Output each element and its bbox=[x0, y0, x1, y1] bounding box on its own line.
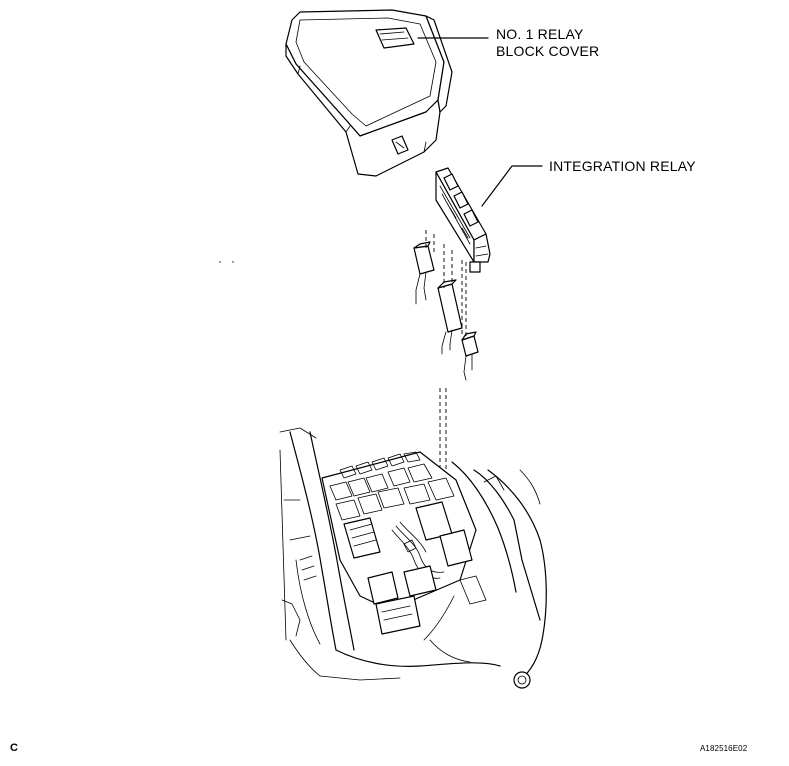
connector-small bbox=[461, 331, 479, 381]
connector-left bbox=[413, 241, 435, 305]
integration-relay bbox=[435, 167, 491, 273]
engine-bay-relay-block bbox=[279, 427, 547, 689]
relay-block-cover-label-line1: NO. 1 RELAY bbox=[496, 26, 584, 42]
relay-leader-line bbox=[481, 165, 543, 207]
figure-code: A182516E02 bbox=[700, 744, 748, 753]
relay-block-cover-label-line2: BLOCK COVER bbox=[496, 43, 600, 59]
view-letter: C bbox=[10, 742, 18, 754]
integration-relay-label: INTEGRATION RELAY bbox=[549, 158, 696, 174]
relay-block-cover-label: NO. 1 RELAY BLOCK COVER bbox=[496, 26, 599, 60]
stray-dot bbox=[219, 261, 221, 263]
relay-block-cover bbox=[285, 9, 453, 177]
connector-middle bbox=[437, 279, 463, 355]
stray-dot bbox=[232, 261, 234, 263]
